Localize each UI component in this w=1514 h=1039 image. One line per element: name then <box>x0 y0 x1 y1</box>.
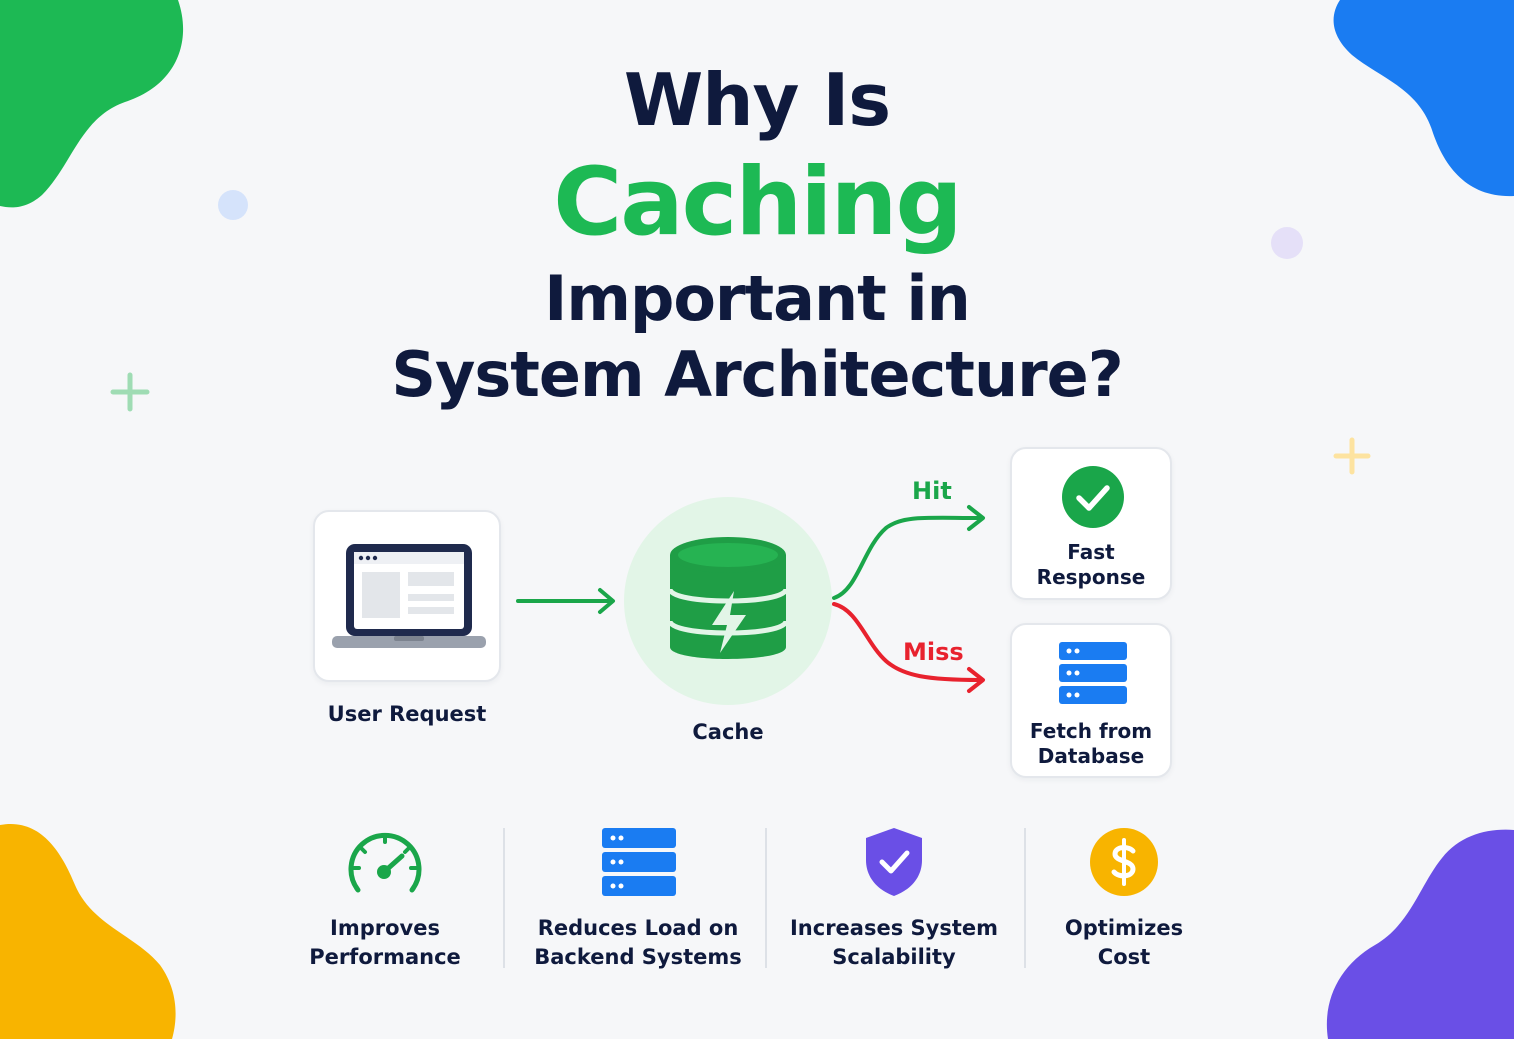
benefit-2-line-1: Reduces Load on <box>537 916 739 940</box>
decorative-plus-yellow <box>1333 437 1371 475</box>
benefit-divider-1 <box>503 828 505 968</box>
cache-label: Cache <box>692 720 764 744</box>
title-line-3: Important in <box>544 262 970 335</box>
benefit-3-line-2: Scalability <box>832 945 956 969</box>
benefit-4-line-1: Optimizes <box>1064 916 1184 940</box>
benefit-1-line-1: Improves <box>330 916 440 940</box>
benefit-improves-performance: Improves Performance <box>285 826 485 976</box>
decorative-blob-top-left <box>0 0 184 208</box>
fast-response-line-1: Fast <box>1067 540 1115 564</box>
miss-edge-label: Miss <box>903 638 964 666</box>
arrow-cache-to-hit <box>832 505 985 600</box>
benefit-divider-2 <box>765 828 767 968</box>
fetch-from-database-card: Fetch from Database <box>1010 623 1172 778</box>
server-stack-icon <box>602 828 676 896</box>
benefit-reduces-load: Reduces Load on Backend Systems <box>528 826 748 976</box>
fast-response-line-2: Response <box>1036 565 1146 589</box>
shield-check-icon <box>866 828 922 896</box>
arrow-cache-to-miss <box>832 602 985 693</box>
laptop-icon <box>332 544 486 648</box>
title-line-2-highlight: Caching <box>553 148 963 257</box>
decorative-plus-green <box>110 372 150 412</box>
decorative-dot-purple <box>1271 227 1303 259</box>
decorative-dot-blue <box>218 190 248 220</box>
user-request-label: User Request <box>327 702 487 726</box>
benefit-4-line-2: Cost <box>1097 945 1151 969</box>
server-stack-icon <box>1059 642 1127 704</box>
dollar-coin-icon <box>1090 828 1158 896</box>
speedometer-icon <box>348 832 422 893</box>
user-request-card <box>313 510 501 682</box>
benefit-divider-3 <box>1024 828 1026 968</box>
benefit-optimizes-cost: Optimizes Cost <box>1034 826 1214 976</box>
fetch-from-database-line-1: Fetch from <box>1029 719 1153 743</box>
benefit-3-line-1: Increases System <box>789 916 998 940</box>
title-line-4: System Architecture? <box>391 338 1123 411</box>
fast-response-card: Fast Response <box>1010 447 1172 600</box>
benefit-increases-scalability: Increases System Scalability <box>784 826 1004 976</box>
fetch-from-database-line-2: Database <box>1037 744 1145 768</box>
benefit-2-line-2: Backend Systems <box>534 945 742 969</box>
database-bolt-icon <box>667 537 789 659</box>
benefit-1-line-2: Performance <box>309 945 461 969</box>
hit-edge-label: Hit <box>912 477 952 505</box>
title-line-1: Why Is <box>623 58 891 142</box>
check-circle-icon <box>1062 466 1124 528</box>
arrow-user-to-cache <box>516 588 615 614</box>
